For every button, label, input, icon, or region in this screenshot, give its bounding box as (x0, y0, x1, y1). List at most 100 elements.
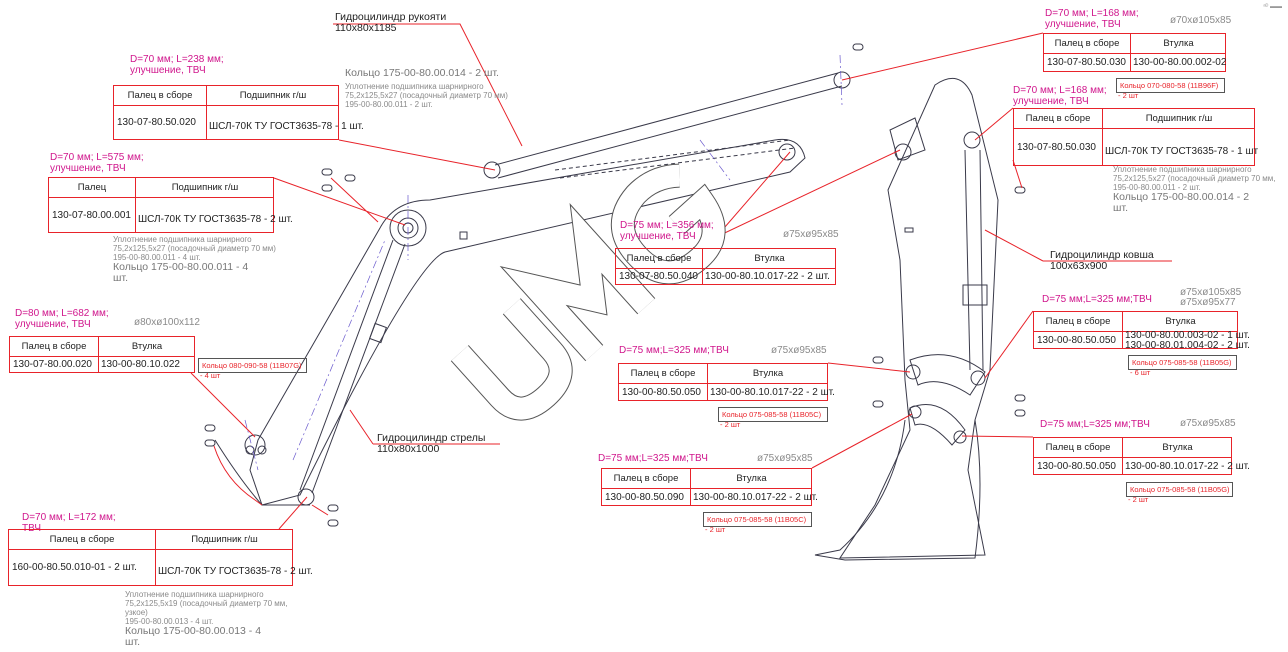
note-line: 195-00-80.00.011 - 2 шт. (1113, 183, 1201, 192)
table-header-part: Подшипник г/ш (191, 534, 258, 545)
pin-part-number: 130-00-80.50.050 (1037, 460, 1116, 472)
pin-part-number: 130-07-80.50.030 (1047, 57, 1126, 68)
table-header-pin: Палец в сборе (1045, 316, 1111, 327)
bucket-cylinder (964, 149, 984, 371)
table-divider (619, 383, 827, 384)
note-line: Уплотнение подшипника шарнирного (125, 590, 264, 599)
o-ring-box: Кольцо 080-090-58 (11В07G) (198, 358, 307, 373)
o-ring-qty: - 6 шт (1130, 368, 1151, 377)
table-divider (616, 268, 835, 269)
pin-spec: D=70 мм; L=172 мм;ТВЧ (22, 512, 116, 534)
note-line: 75,2x125,5x27 (посадочный диаметр 70 мм) (113, 244, 276, 253)
part-number: 130-00-80.10.017-22 - 2 шт. (710, 386, 835, 398)
pin-spec: D=70 мм; L=575 мм;улучшение, ТВЧ (50, 152, 144, 174)
pin-spec: D=80 мм; L=682 мм;улучшение, ТВЧ (15, 308, 109, 330)
table-header-part: Втулка (736, 473, 767, 484)
pin-part-number: 130-00-80.50.090 (605, 491, 684, 503)
o-ring-qty: - 2 шт (1118, 91, 1139, 100)
table-header-pin: Палец в сборе (613, 473, 679, 484)
note-line: узкое) (125, 608, 148, 617)
part-number: 130-00-80.00.003-02 - 1 шт. (1125, 329, 1250, 341)
cylinder-size: 110x80x1000 (377, 443, 440, 455)
table-header-pin: Палец в сборе (21, 341, 87, 352)
bushing-size-line: ø70xø105x85 (1170, 15, 1232, 26)
bushing-size-line: ø75xø95x77 (1180, 297, 1236, 308)
boom-cylinder (299, 239, 406, 494)
pin-spec-line: улучшение, ТВЧ (130, 65, 206, 76)
table-divider (1130, 34, 1131, 71)
note-line: 195-00-80.00.013 - 4 шт. (125, 617, 214, 626)
o-ring-box: Кольцо 070-080-58 (11В96F) (1116, 78, 1225, 93)
note-line: Уплотнение подшипника шарнирного (1113, 165, 1252, 174)
cylinder-name: Гидроцилиндр рукояти (335, 11, 447, 23)
pin-spec-line: улучшение, ТВЧ (15, 319, 91, 330)
note-line: 195-00-80.00.011 - 4 шт. (113, 253, 201, 262)
pin-spec-line: D=70 мм; L=238 мм; (130, 54, 224, 65)
part-number: ШСЛ-70К ТУ ГОСТ3635-78 - 1 шт. (209, 121, 364, 132)
pin-part-number: 130-07-80.50.040 (619, 271, 698, 282)
table-header-pin: Палец в сборе (1025, 113, 1091, 124)
table-divider (702, 249, 703, 284)
pin-spec-line: D=75 мм;L=325 мм;ТВЧ (598, 453, 708, 464)
part-number: 130-00-80.01.004-02 - 2 шт. (1125, 339, 1250, 351)
pin-spec: D=75 мм; L=356 мм;улучшение, ТВЧ (620, 220, 714, 242)
pin-spec-line: улучшение, ТВЧ (1013, 96, 1089, 107)
note-line: 195-00-80.00.011 - 2 шт. (345, 100, 433, 109)
o-ring-qty: - 4 шт (200, 371, 221, 380)
table-header-pin: Палец в сборе (1045, 442, 1111, 453)
bushing-size: ø75xø95x85 (771, 346, 827, 356)
table-header-part: Втулка (1165, 316, 1196, 327)
bushing-size: ø75xø95x85 (757, 454, 813, 464)
pin-spec-line: D=70 мм; L=172 мм; (22, 512, 116, 523)
table-divider (114, 105, 338, 106)
pin-part-number: 130-00-80.50.050 (622, 386, 701, 398)
note-line: Кольцо 175-00-80.00.011 - 4 (113, 261, 249, 273)
pin-spec-line: D=75 мм;L=325 мм;ТВЧ (1042, 294, 1152, 305)
table-divider (707, 364, 708, 400)
table-divider (155, 530, 156, 585)
boom-cyl-pin (297, 488, 315, 506)
table-divider (98, 337, 99, 372)
note-line: шт. (113, 272, 128, 284)
boom-cylinder-clamp (368, 322, 388, 344)
pin-spec-line: D=70 мм; L=168 мм; (1045, 8, 1139, 19)
table-divider (602, 488, 811, 489)
table-header-pin: Палец (77, 182, 107, 193)
bushing-size: ø70xø105x85 (1170, 16, 1231, 26)
parts-table: Палец в сборе Подшипник г/ш 130-07-80.50.0… (1013, 108, 1259, 166)
pin-spec-line: D=80 мм; L=682 мм; (15, 308, 109, 319)
o-ring-qty: - 2 шт (1128, 495, 1149, 504)
table-header-part: Втулка (754, 253, 785, 264)
pin-spec-line: D=70 мм; L=168 мм; (1013, 85, 1107, 96)
part-number: 130-00-80.10.017-22 - 2 шт. (1125, 460, 1250, 472)
umg-watermark (450, 163, 726, 421)
table-header-pin: Палец в сборе (626, 253, 692, 264)
table-divider (1034, 331, 1237, 332)
part-number: ШСЛ-70К ТУ ГОСТ3635-78 - 2 шт. (158, 566, 313, 577)
table-header-pin: Палец в сборе (49, 534, 115, 545)
part-number: ШСЛ-70К ТУ ГОСТ3635-78 - 1 шт (1105, 145, 1259, 157)
table-divider (1122, 438, 1123, 474)
arm-cylinder (494, 72, 843, 179)
pin-spec-line: D=75 мм;L=325 мм;ТВЧ (619, 345, 729, 356)
pin-part-number: 130-07-80.50.030 (1017, 141, 1096, 153)
table-header-pin: Палец в сборе (1054, 38, 1120, 49)
o-ring-box: Кольцо 075-085-58 (11В05G) (1126, 482, 1233, 497)
table-header-part: Подшипник г/ш (1145, 113, 1213, 124)
pin-spec-line: D=70 мм; L=575 мм; (50, 152, 144, 163)
o-ring-box: Кольцо 075-085-58 (11В05С) (703, 512, 812, 527)
bushing-size-line: ø75xø105x85 (1180, 287, 1242, 298)
pin-part-number: 130-07-80.00.020 (13, 359, 92, 370)
arm-cyl-pin (483, 161, 501, 179)
o-ring-qty: - 2 шт (720, 420, 741, 429)
